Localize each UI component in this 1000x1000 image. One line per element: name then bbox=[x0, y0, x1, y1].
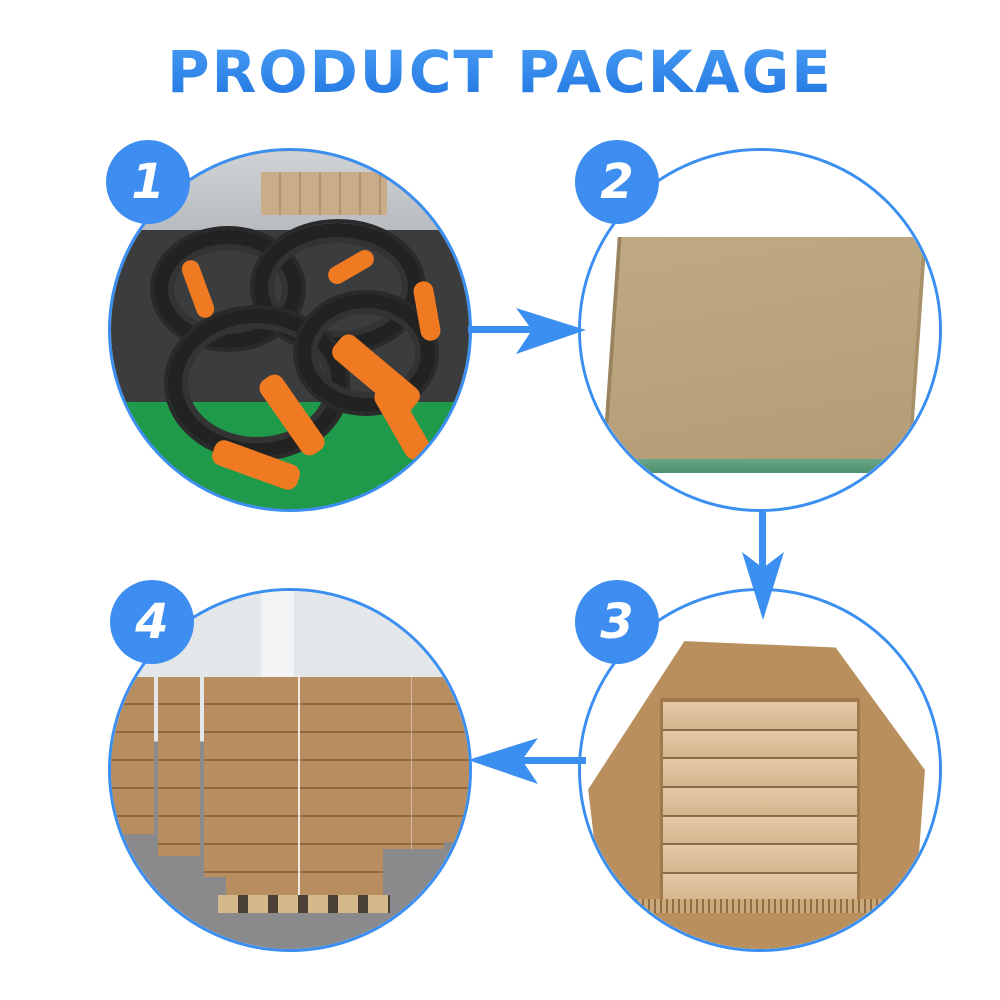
arrow-left-icon bbox=[468, 738, 586, 784]
open-carton-scene bbox=[581, 591, 939, 949]
step-3-badge: 3 bbox=[575, 580, 659, 664]
step-4: 4 bbox=[108, 580, 472, 952]
page-title: PRODUCT PACKAGE bbox=[0, 38, 1000, 106]
step-2: 2 bbox=[575, 140, 942, 512]
step-3: 3 bbox=[575, 580, 942, 952]
arrow-down-icon bbox=[742, 512, 784, 620]
arrow-right-icon bbox=[468, 308, 586, 354]
step-1-badge: 1 bbox=[106, 140, 190, 224]
step-4-badge: 4 bbox=[110, 580, 194, 664]
step-2-badge: 2 bbox=[575, 140, 659, 224]
step-1: 1 bbox=[106, 140, 472, 512]
